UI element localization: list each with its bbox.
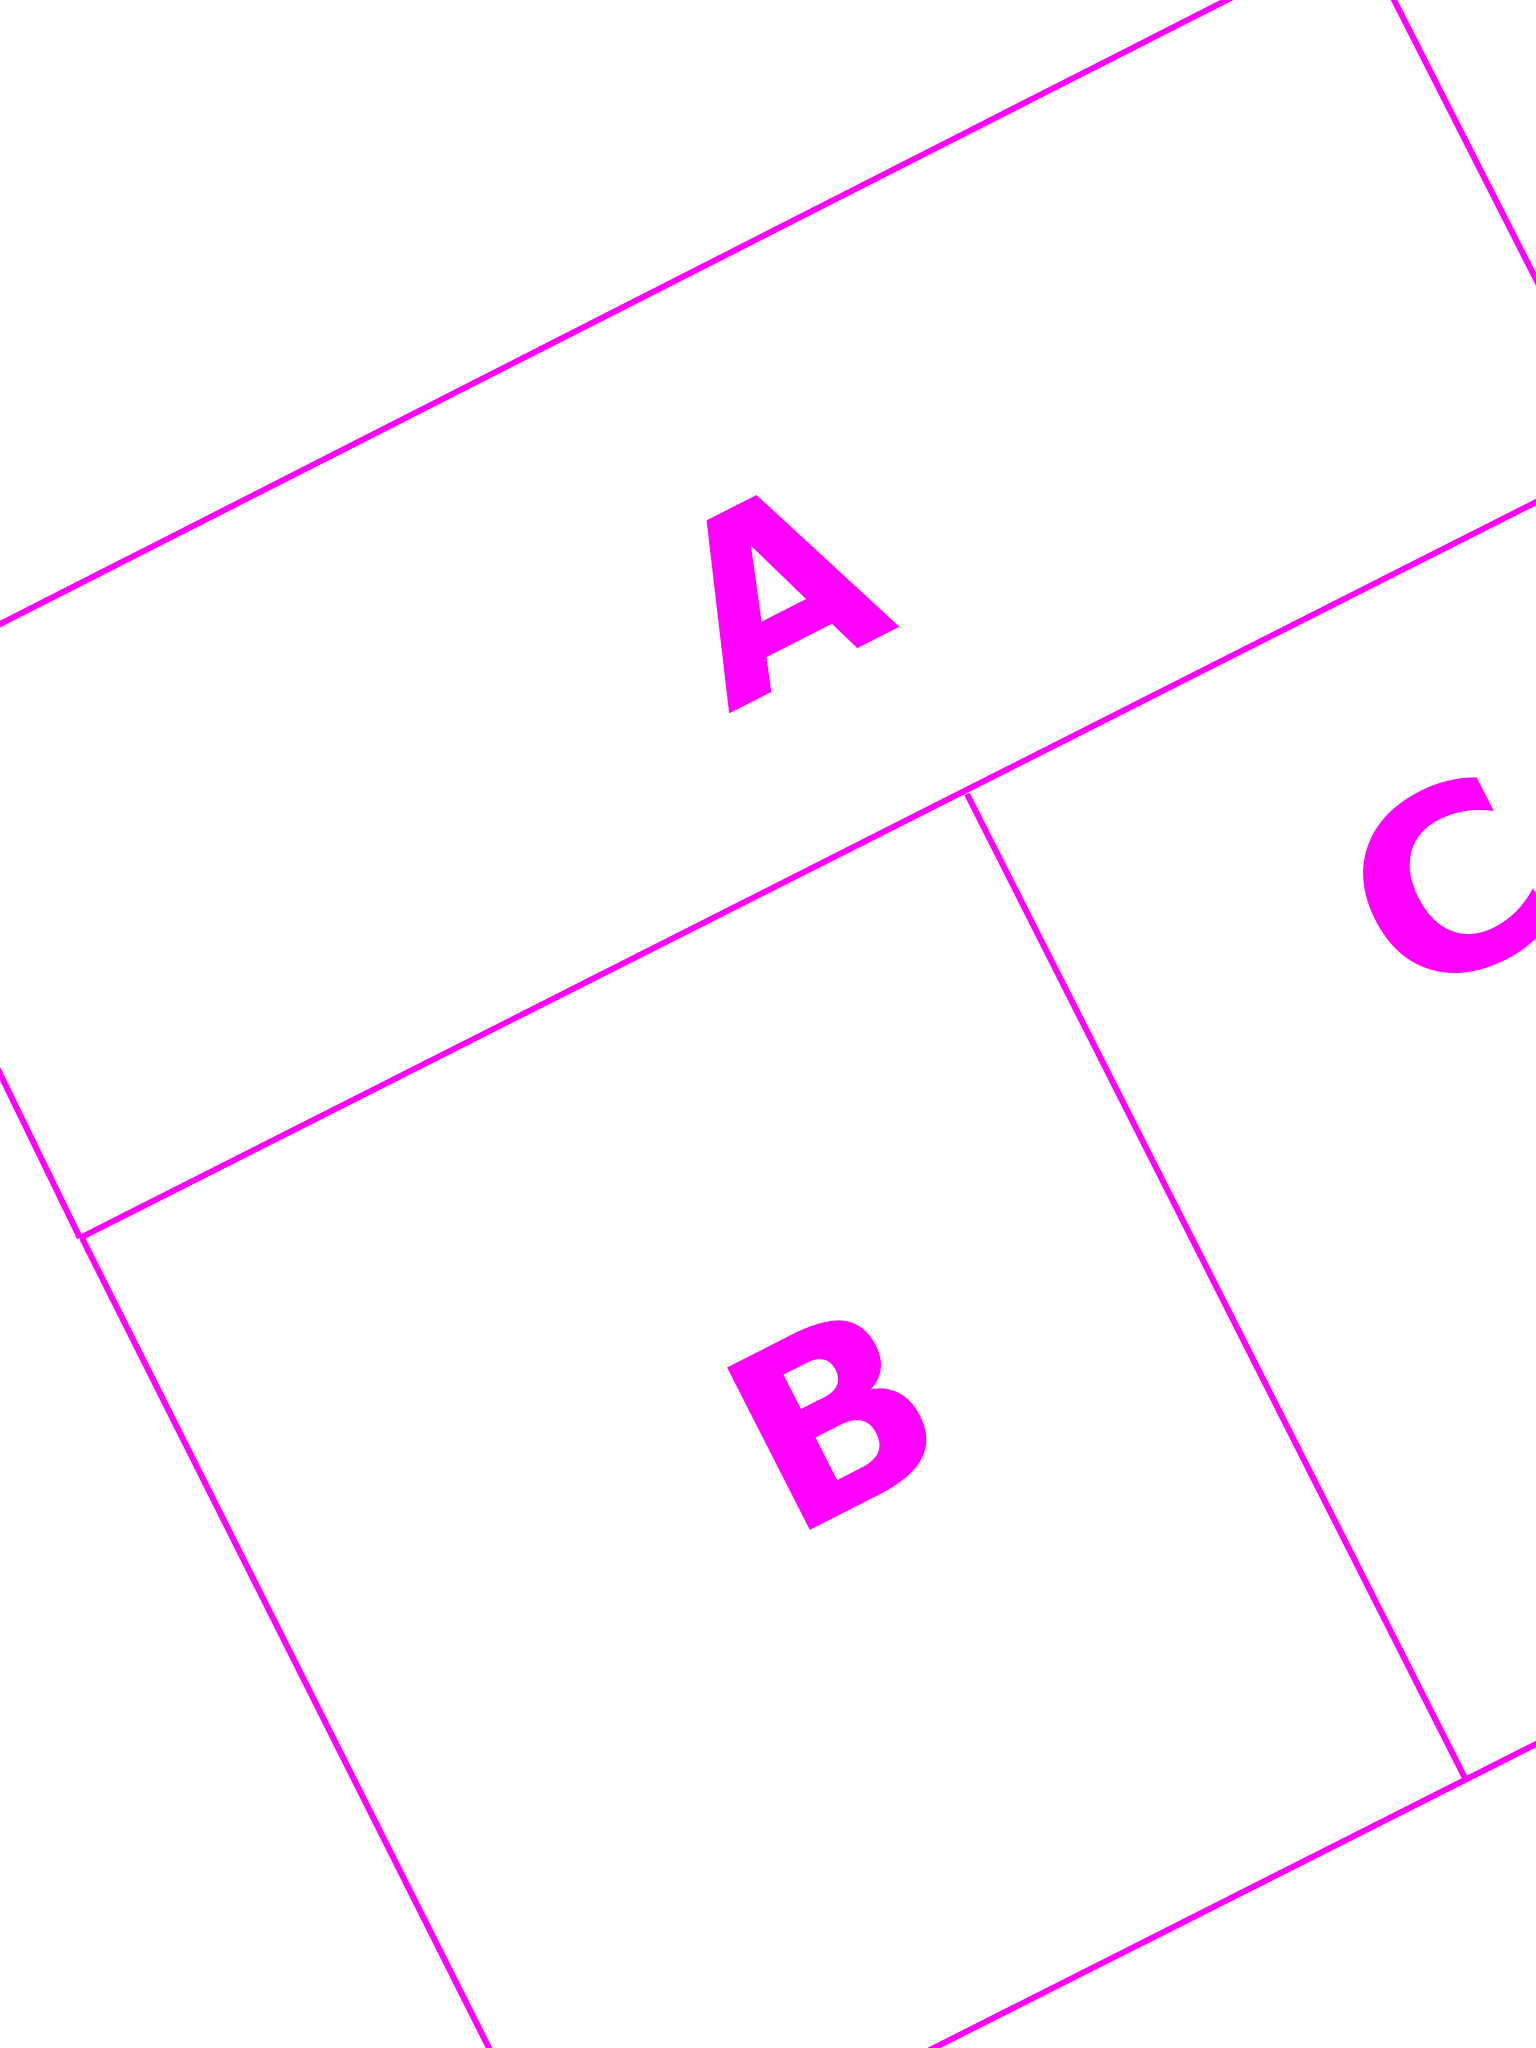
divider-b-c	[964, 792, 1469, 1782]
region-b-label: B	[684, 1247, 986, 1593]
bottom-edge	[927, 1740, 1536, 2048]
region-b-left-edge	[79, 1236, 493, 2048]
region-a-right-edge	[1390, 0, 1536, 286]
divider-a-bc	[78, 498, 1536, 1241]
outer-top-edge	[0, 0, 1234, 628]
region-a-left-edge	[0, 1066, 83, 1240]
region-c-label: C	[1300, 717, 1536, 1060]
region-a-label: A	[623, 419, 928, 766]
